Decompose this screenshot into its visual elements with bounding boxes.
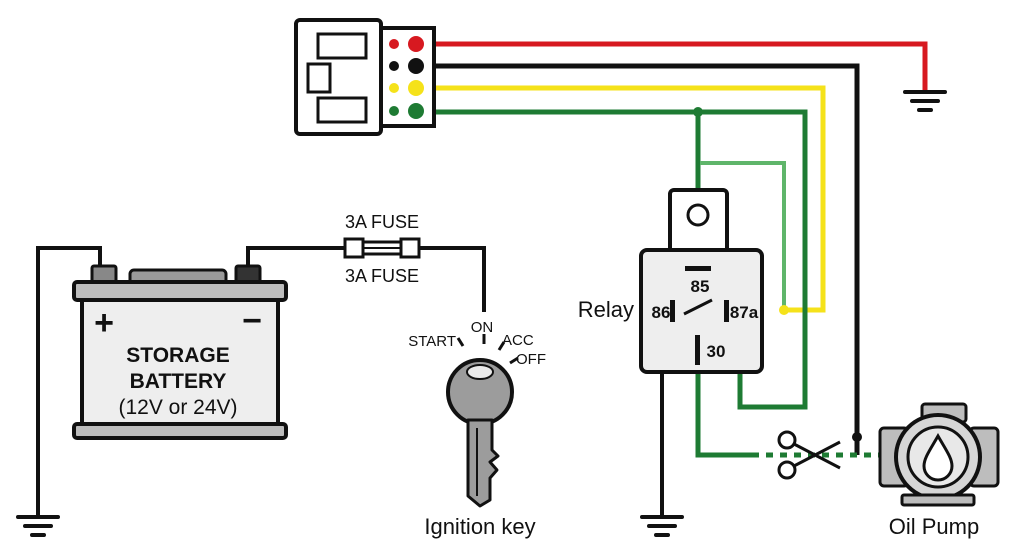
ignition-pos-acc: ACC <box>502 332 534 349</box>
wire-connector <box>294 18 436 136</box>
junction-green <box>693 107 703 117</box>
relay-pin-87a: 87a <box>730 303 759 322</box>
connector-pin-red <box>408 36 424 52</box>
battery-label-line1: STORAGE <box>126 344 229 367</box>
relay-pin-86: 86 <box>652 303 671 322</box>
fuse-icon <box>343 237 421 259</box>
junction-black <box>852 432 862 442</box>
relay <box>639 188 764 374</box>
droplet-icon <box>922 432 954 482</box>
relay-label: Relay <box>578 297 634 322</box>
ground-icon <box>16 515 60 537</box>
wire-red <box>434 41 928 90</box>
key-icon <box>446 334 519 508</box>
connector-pin-yellow <box>408 80 424 96</box>
connector-pin-green-small <box>389 106 399 116</box>
storage-battery <box>72 264 288 440</box>
wire-light-green <box>700 161 786 310</box>
fuse-label-bottom: 3A FUSE <box>345 266 419 286</box>
ground-icon <box>903 90 947 112</box>
ignition-pos-off: OFF <box>516 351 546 368</box>
scissors-icon <box>777 430 841 480</box>
wire-battery-positive <box>246 246 345 270</box>
fuse-label-top: 3A FUSE <box>345 212 419 232</box>
connector-pin-green <box>408 103 424 119</box>
connector-pin-yellow-small <box>389 83 399 93</box>
wire-fuse-to-key <box>418 246 486 312</box>
ground-icon <box>640 515 684 537</box>
junction-87a <box>779 305 789 315</box>
wire-green <box>434 109 808 410</box>
ignition-key-caption: Ignition key <box>424 514 535 539</box>
connector-pin-red-small <box>389 39 399 49</box>
wire-green-pump <box>695 372 752 458</box>
wire-black <box>434 63 860 455</box>
ignition-pos-start: START <box>408 333 456 350</box>
relay-pin-30: 30 <box>707 342 726 361</box>
ignition-pos-on: ON <box>471 319 494 336</box>
battery-label-line2: BATTERY <box>130 370 227 393</box>
oil-pump-caption: Oil Pump <box>889 514 979 539</box>
battery-plus-sign: + <box>94 304 114 342</box>
relay-pin-85: 85 <box>691 277 710 296</box>
wire-battery-negative <box>36 246 102 515</box>
battery-label-line3: (12V or 24V) <box>118 396 237 419</box>
wire-yellow <box>434 85 826 313</box>
connector-pin-black-small <box>389 61 399 71</box>
connector-pin-black <box>408 58 424 74</box>
battery-minus-sign: − <box>242 302 262 340</box>
